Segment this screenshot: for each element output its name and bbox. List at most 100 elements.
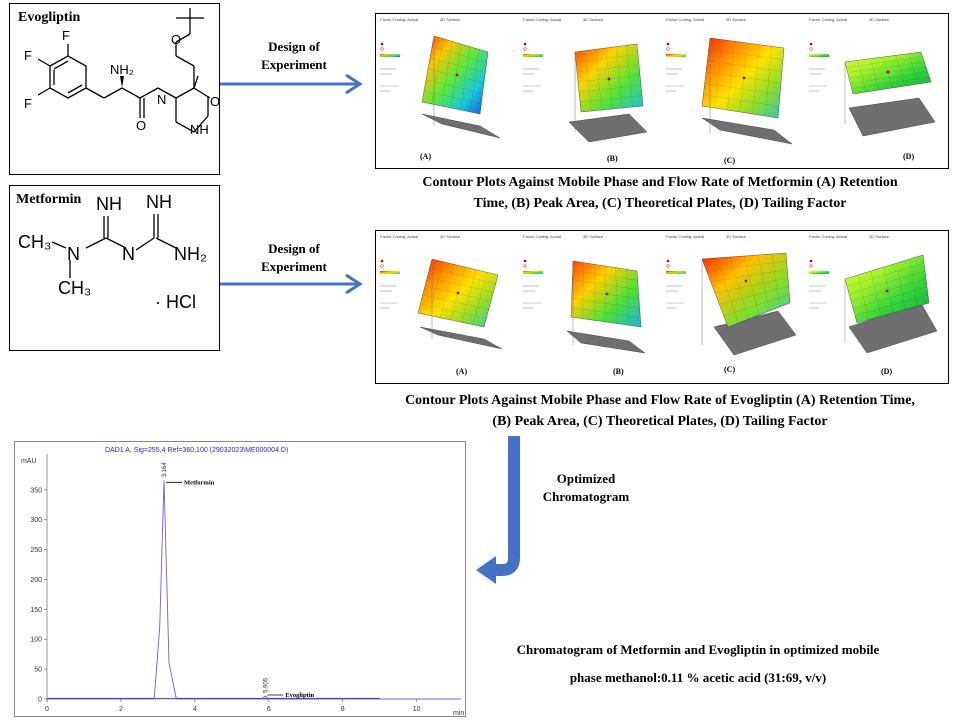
surface-plot	[666, 252, 797, 356]
surface-plot	[666, 37, 793, 145]
evogliptin-atom-o1: O	[136, 118, 147, 133]
surface-panel-4: Factor Coding: Actual 3D Surface (D)	[805, 14, 948, 168]
surface-panel-header: Factor Coding: Actual	[523, 17, 562, 22]
bottom-caption-line1: Chromatogram of Metformin and Evogliptin…	[516, 642, 880, 657]
surface-panel-title: 3D Surface	[869, 234, 890, 239]
metformin-hcl: · HCl	[155, 292, 196, 312]
x-tick-label: 8	[341, 706, 345, 713]
surface-plot	[380, 258, 503, 350]
evogliptin-atom-f3: F	[24, 96, 32, 111]
surface-panel-label: (D)	[881, 367, 893, 376]
evogliptin-atom-o2: O	[171, 32, 182, 47]
surface-panel-header: Factor Coding: Actual	[809, 234, 848, 239]
surface-plot	[523, 259, 646, 354]
retention-time-label: 5.905	[263, 677, 269, 693]
surface-panel-title: 3D Surface	[726, 234, 747, 239]
evogliptin-structure-box: Evogliptin F F F NH₂ O O N O NH	[9, 3, 220, 175]
surface-plot	[809, 254, 938, 354]
y-tick-label: 250	[30, 547, 42, 554]
chromatogram-yunit: mAU	[21, 458, 37, 465]
surface-panel-title: 3D Surface	[726, 17, 747, 22]
surface-plot	[809, 42, 936, 137]
metformin-atom-ch3-top: CH₃	[18, 232, 52, 252]
doe-label-top: Design of Experiment	[261, 39, 327, 72]
y-tick-label: 300	[30, 517, 42, 524]
surface-panel-title: 3D Surface	[583, 234, 604, 239]
y-tick-label: 0	[38, 697, 42, 704]
evogliptin-molecule	[37, 8, 211, 133]
bottom-caption: Chromatogram of Metformin and Evogliptin…	[476, 636, 920, 692]
metformin-atom-nh-right: NH	[146, 192, 172, 212]
peak-name-label: Evogliptin	[285, 692, 314, 699]
surface-panel-header: Factor Coding: Actual	[380, 17, 419, 22]
arrow-contour-to-chromatogram	[476, 436, 520, 584]
y-tick-label: 100	[30, 637, 42, 644]
x-tick-label: 4	[193, 706, 197, 713]
arrow-evogliptin-to-contour	[220, 73, 363, 95]
metformin-atom-nh-left: NH	[96, 194, 122, 214]
peak-name-label: Metformin	[184, 479, 215, 486]
surface-panel-label: (D)	[903, 152, 915, 161]
contour-evogliptin-caption: Contour Plots Against Mobile Phase and F…	[405, 393, 915, 429]
chromatogram-xunit: min	[453, 710, 465, 717]
retention-time-label: 3.164	[162, 462, 168, 478]
x-tick-label: 2	[119, 706, 123, 713]
surface-panel-1: Factor Coding: Actual 3D Surface (A)	[376, 231, 519, 385]
surface-panel-header: Factor Coding: Actual	[380, 234, 419, 239]
doe-label-bottom: Design of Experiment	[261, 241, 327, 274]
surface-panel-4: Factor Coding: Actual 3D Surface (D)	[805, 231, 948, 385]
evogliptin-atom-f1: F	[24, 48, 32, 63]
surface-panel-title: 3D Surface	[869, 17, 890, 22]
metformin-title: Metformin	[16, 192, 82, 207]
surface-plot	[380, 35, 501, 139]
surface-panel-label: (B)	[613, 367, 624, 376]
surface-panel-header: Factor Coding: Actual	[666, 234, 705, 239]
metformin-molecule	[51, 214, 177, 278]
surface-panel-2: Factor Coding: Actual 3D Surface (B)	[519, 14, 662, 168]
chromatogram-plot: 0 50 100 150 200 250 300 350 0 2 4 6 8 10 3.164Metform…	[30, 454, 461, 713]
surface-panel-header: Factor Coding: Actual	[523, 234, 562, 239]
trace-metformin	[47, 480, 461, 700]
surface-panel-label: (C)	[724, 365, 736, 374]
evogliptin-atom-f2: F	[62, 28, 70, 43]
contour-metformin-caption: Contour Plots Against Mobile Phase and F…	[422, 175, 898, 211]
metformin-structure-box: Metformin NH NH CH₃ N N NH₂ CH₃ · HCl	[9, 185, 220, 351]
surface-plot	[523, 42, 648, 143]
evogliptin-atom-nh: NH	[190, 122, 209, 137]
y-tick-label: 150	[30, 607, 42, 614]
surface-panel-title: 3D Surface	[583, 17, 604, 22]
x-tick-label: 6	[267, 706, 271, 713]
surface-panel-header: Factor Coding: Actual	[809, 17, 848, 22]
evogliptin-atom-o3: O	[210, 94, 221, 109]
y-tick-label: 350	[30, 487, 42, 494]
surface-panel-1: Factor Coding: Actual 3D Surface (A)	[376, 14, 519, 168]
surface-panel-title: 3D Surface	[440, 17, 461, 22]
bottom-caption-line2: phase methanol:0.11 % acetic acid (31:69…	[569, 670, 827, 685]
metformin-atom-n1: N	[67, 244, 80, 264]
x-tick-label: 10	[413, 706, 421, 713]
surface-panel-3: Factor Coding: Actual 3D Surface (C)	[662, 231, 805, 385]
evogliptin-atom-nh2: NH₂	[110, 62, 134, 77]
optimized-chromatogram-label: Optimized Chromatogram	[542, 471, 630, 504]
surface-panel-label: (A)	[456, 367, 468, 376]
evogliptin-atom-n: N	[157, 92, 167, 107]
surface-panel-label: (A)	[420, 152, 432, 161]
metformin-atom-ch3-bottom: CH₃	[58, 278, 92, 298]
y-tick-label: 50	[34, 667, 42, 674]
surface-panel-label: (B)	[607, 154, 618, 163]
metformin-atom-n2: N	[122, 244, 135, 264]
x-tick-label: 0	[45, 706, 49, 713]
trace-evogliptin	[261, 695, 270, 700]
surface-panel-header: Factor Coding: Actual	[666, 17, 705, 22]
y-tick-label: 200	[30, 577, 42, 584]
chromatogram-header: DAD1 A, Sig=255,4 Ref=360,100 (29032023\…	[105, 447, 289, 454]
chromatogram-box: DAD1 A, Sig=255,4 Ref=360,100 (29032023\…	[14, 441, 466, 717]
evogliptin-title: Evogliptin	[18, 10, 81, 25]
surface-panel-title: 3D Surface	[440, 234, 461, 239]
metformin-atom-nh2: NH₂	[174, 244, 207, 264]
